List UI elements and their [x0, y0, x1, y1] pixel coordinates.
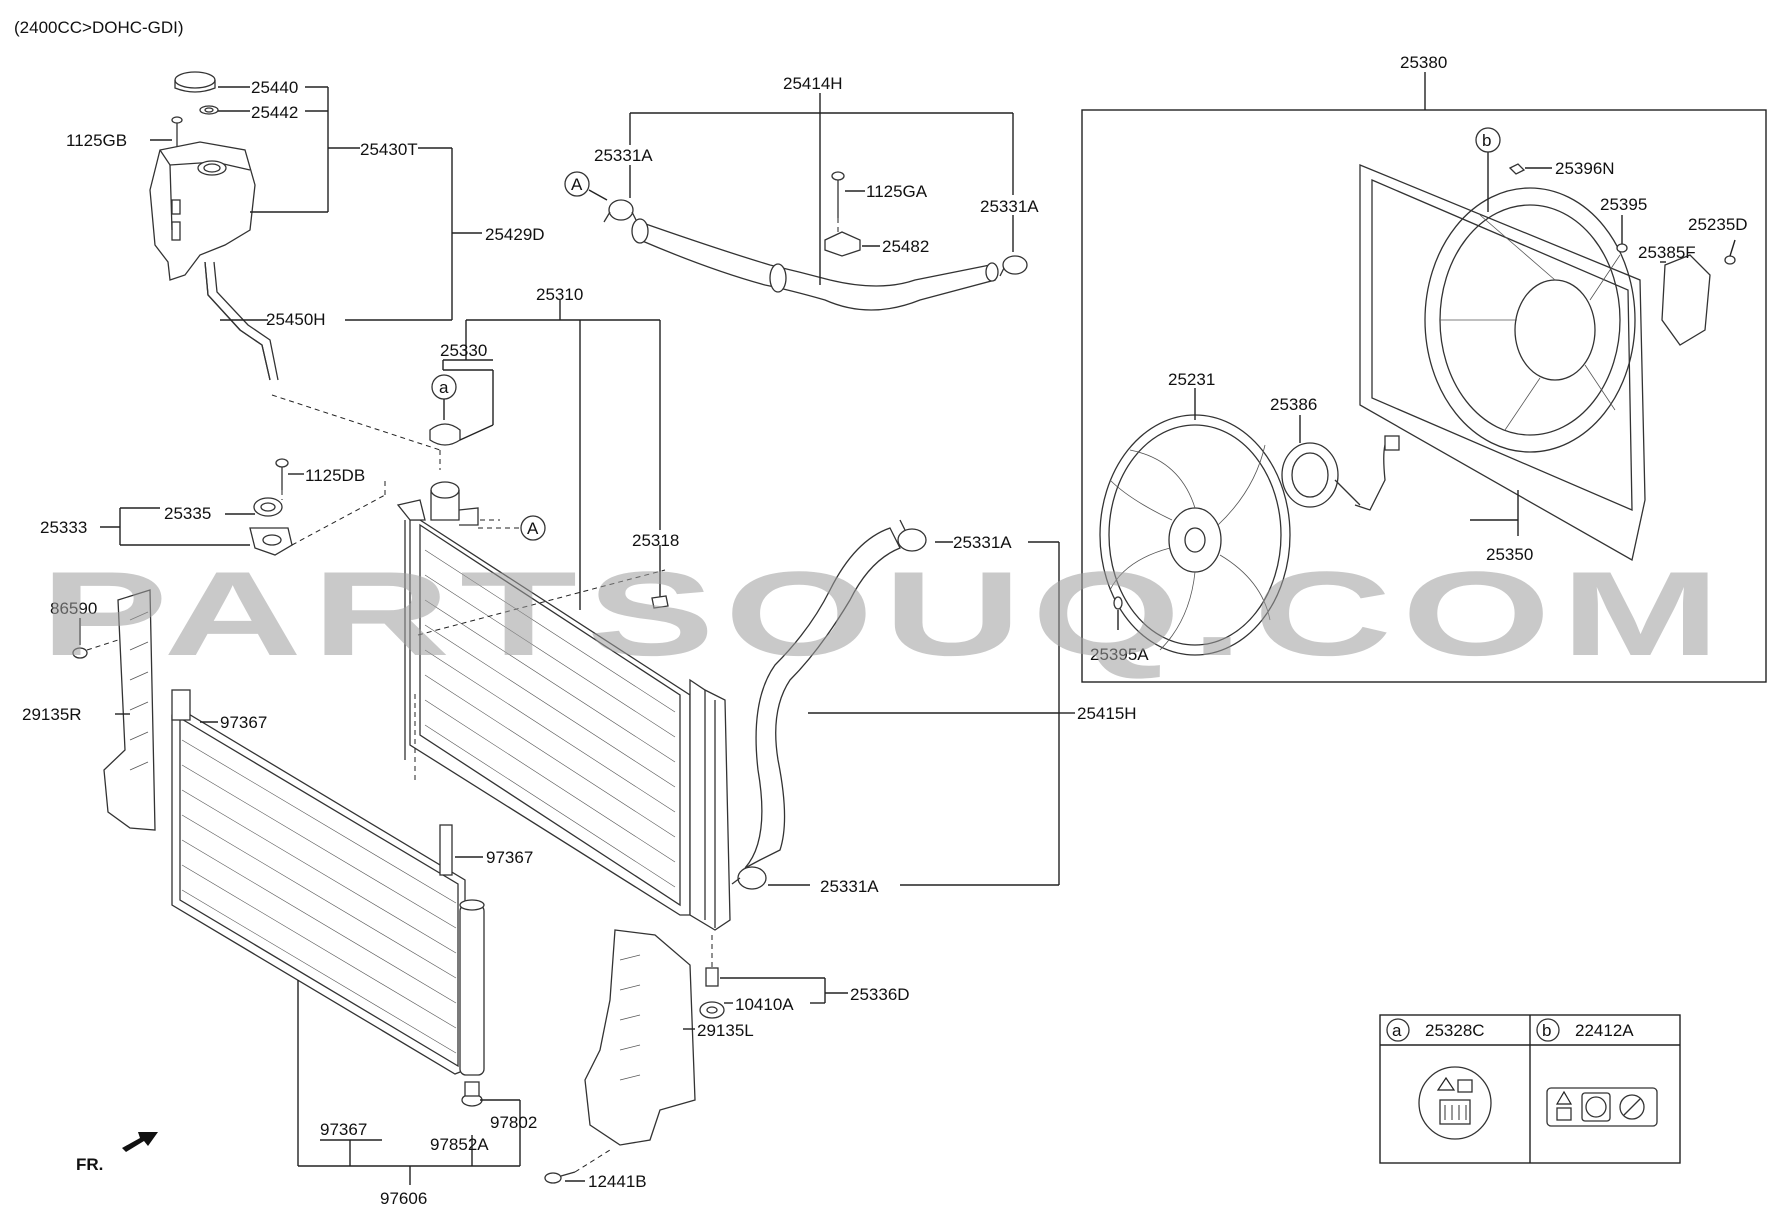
label-86590: 86590	[50, 599, 97, 618]
label-25415H: 25415H	[1077, 704, 1137, 723]
label-25450H: 25450H	[266, 310, 326, 329]
label-25440: 25440	[251, 78, 298, 97]
label-25395: 25395	[1600, 195, 1647, 214]
svg-text:b: b	[1482, 131, 1491, 150]
label-25330: 25330	[440, 341, 487, 360]
label-1125GB: 1125GB	[66, 131, 127, 150]
legend-a-letter: a	[1392, 1021, 1402, 1040]
fan-small-parts	[1113, 163, 1736, 610]
reservoir-dash	[271, 394, 441, 451]
label-25231: 25231	[1168, 370, 1215, 389]
front-arrow: FR.	[76, 1132, 158, 1174]
label-25429D: 25429D	[485, 225, 545, 244]
warning-label-round	[1418, 1066, 1492, 1140]
radiator-cap: a	[429, 374, 461, 446]
sensor-25318	[651, 595, 669, 609]
label-25386: 25386	[1270, 395, 1317, 414]
legend-a-part: 25328C	[1425, 1021, 1485, 1040]
svg-text:A: A	[571, 175, 583, 194]
label-97367-2: 97367	[486, 848, 533, 867]
label-25331A-2: 25331A	[980, 197, 1039, 216]
label-97606: 97606	[380, 1189, 427, 1208]
label-1125GA: 1125GA	[866, 182, 928, 201]
reservoir-tank	[149, 71, 279, 381]
reservoir-leaders	[150, 86, 482, 321]
label-25385F: 25385F	[1638, 243, 1696, 262]
legend-b-letter: b	[1542, 1021, 1551, 1040]
condenser-leaders	[200, 721, 521, 1185]
label-25336D: 25336D	[850, 985, 910, 1004]
drain-leaders	[720, 977, 848, 1004]
label-29135R: 29135R	[22, 705, 82, 724]
label-1125DB: 1125DB	[305, 466, 365, 485]
bolt-12441B	[544, 1149, 611, 1184]
label-25331A-4: 25331A	[820, 877, 879, 896]
thermostat-housing	[249, 458, 293, 556]
label-25331A-3: 25331A	[953, 533, 1012, 552]
watermark: PARTSOUQ.COM	[40, 547, 1730, 681]
condenser	[171, 689, 485, 1107]
label-97802: 97802	[490, 1113, 537, 1132]
label-10410A: 10410A	[735, 995, 794, 1014]
upper-hose	[603, 171, 1028, 311]
legend-table: a 25328C b 22412A	[1379, 1014, 1681, 1164]
upper-hose-leaders	[629, 93, 1014, 285]
air-guard-right	[103, 589, 156, 831]
svg-text:a: a	[439, 378, 449, 397]
thermostat-leaders	[100, 473, 386, 546]
label-25380: 25380	[1400, 53, 1447, 72]
radiator-dash	[417, 569, 666, 636]
engine-spec-label: (2400CC>DOHC-GDI)	[14, 18, 184, 37]
label-25482: 25482	[882, 237, 929, 256]
label-25335: 25335	[164, 504, 211, 523]
label-25396N: 25396N	[1555, 159, 1615, 178]
filler-neck-leaders	[442, 300, 661, 610]
air-guard-left	[584, 929, 696, 1146]
svg-text:FR.: FR.	[76, 1155, 103, 1174]
lower-hose-leaders	[768, 541, 1075, 886]
fan-shroud	[1354, 164, 1646, 562]
label-25442: 25442	[251, 103, 298, 122]
lower-hose	[731, 519, 927, 890]
label-12441B: 12441B	[588, 1172, 647, 1191]
label-25333: 25333	[40, 518, 87, 537]
fan-leaders	[1117, 152, 1736, 630]
label-29135L: 29135L	[697, 1021, 754, 1040]
callout-A-1: A	[564, 171, 608, 201]
label-97367-3: 97367	[320, 1120, 367, 1139]
fan-assembly-box	[1081, 109, 1767, 683]
label-25331A-1: 25331A	[594, 146, 653, 165]
fan-blade	[1099, 414, 1291, 656]
fan-motor	[1281, 442, 1361, 508]
label-25430T: 25430T	[360, 140, 418, 159]
bolt-86590	[72, 618, 119, 659]
legend-b-part: 22412A	[1575, 1021, 1634, 1040]
label-25350: 25350	[1486, 545, 1533, 564]
callout-b: b	[1475, 127, 1501, 153]
label-25395A: 25395A	[1090, 645, 1149, 664]
svg-text:A: A	[527, 519, 539, 538]
callout-A-2: A	[478, 515, 546, 541]
label-97367-1: 97367	[220, 713, 267, 732]
label-25318: 25318	[632, 531, 679, 550]
label-97852A: 97852A	[430, 1135, 489, 1154]
label-25235D: 25235D	[1688, 215, 1748, 234]
warning-label-rect	[1546, 1087, 1658, 1127]
label-25414H: 25414H	[783, 74, 843, 93]
label-25310: 25310	[536, 285, 583, 304]
